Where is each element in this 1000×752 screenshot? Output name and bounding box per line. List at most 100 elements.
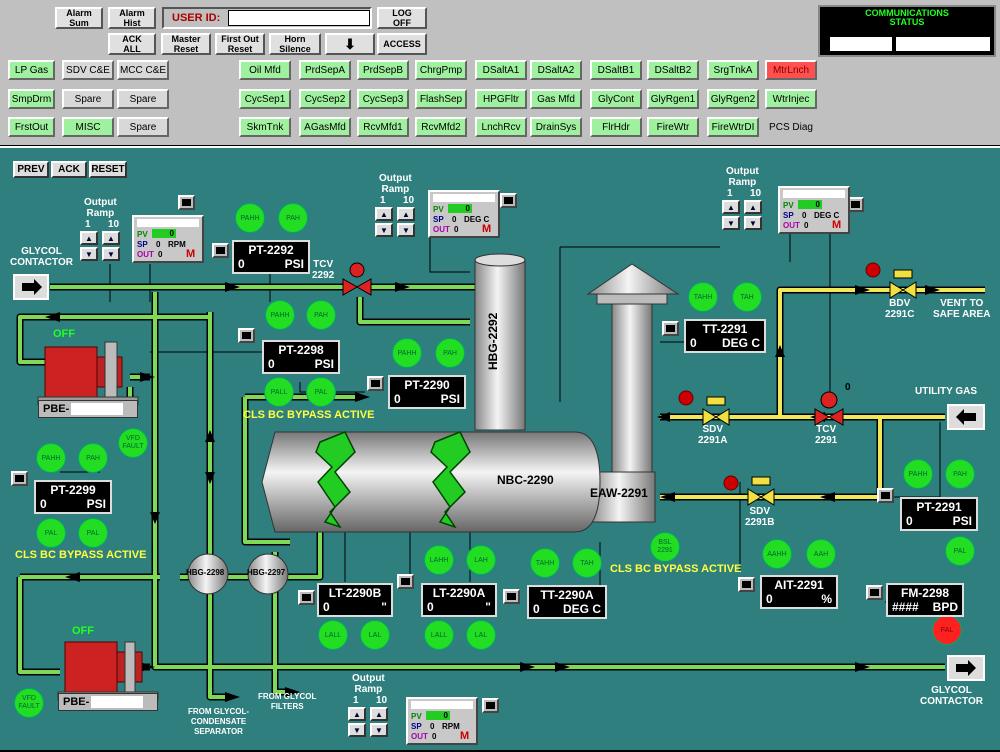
lall-alarm[interactable]: LALL bbox=[318, 620, 348, 650]
ramp-up-1-button[interactable]: ▲ bbox=[722, 200, 740, 214]
ramp-down-10-button[interactable]: ▼ bbox=[102, 247, 120, 261]
pal-alarm[interactable]: PAL bbox=[36, 518, 66, 548]
lal-alarm[interactable]: LAL bbox=[360, 620, 390, 650]
ramp-up-1-button[interactable]: ▲ bbox=[348, 707, 366, 721]
tahh-alarm[interactable]: TAHH bbox=[688, 282, 718, 312]
area-button-firewtr[interactable]: FireWtr bbox=[647, 117, 699, 137]
pah-alarm[interactable]: PAH bbox=[278, 203, 308, 233]
area-button-lp-gas[interactable]: LP Gas bbox=[8, 60, 55, 80]
area-button-spare[interactable]: Spare bbox=[117, 117, 169, 137]
aahh-alarm[interactable]: AAHH bbox=[762, 539, 792, 569]
ack-button[interactable]: ACK bbox=[51, 161, 87, 178]
log-off-button[interactable]: LOG OFF bbox=[377, 7, 427, 29]
controller-faceplate[interactable]: PV 0 SP 0 RPM OUT 0 M bbox=[132, 215, 204, 263]
ack-all-button[interactable]: ACK ALL bbox=[108, 33, 156, 55]
pahh-alarm[interactable]: PAHH bbox=[36, 443, 66, 473]
faceplate-button[interactable] bbox=[238, 328, 255, 343]
area-button-glycont[interactable]: GlyCont bbox=[590, 89, 642, 109]
pahh-alarm[interactable]: PAHH bbox=[903, 459, 933, 489]
lah-alarm[interactable]: LAH bbox=[466, 545, 496, 575]
area-button-rcvmfd2[interactable]: RcvMfd2 bbox=[415, 117, 467, 137]
pahh-alarm[interactable]: PAHH bbox=[265, 300, 295, 330]
bsl-alarm[interactable]: BSL 2291 bbox=[650, 532, 680, 562]
reset-button[interactable]: RESET bbox=[89, 161, 127, 178]
tahh-alarm[interactable]: TAHH bbox=[530, 548, 560, 578]
area-button-cycsep2[interactable]: CycSep2 bbox=[299, 89, 351, 109]
area-button-srgtnka[interactable]: SrgTnkA bbox=[707, 60, 759, 80]
pahh-alarm[interactable]: PAHH bbox=[392, 338, 422, 368]
controller-faceplate[interactable]: PV 0 SP 0 DEG C OUT 0 M bbox=[778, 186, 850, 234]
area-button-prdsepa[interactable]: PrdSepA bbox=[299, 60, 351, 80]
area-button-firewtrdi[interactable]: FireWtrDI bbox=[707, 117, 759, 137]
faceplate-button[interactable] bbox=[738, 577, 755, 592]
fm-2298-readout[interactable]: FM-2298####BPD bbox=[886, 583, 964, 617]
area-button-gas-mfd[interactable]: Gas Mfd bbox=[530, 89, 582, 109]
pal-alarm[interactable]: PAL bbox=[78, 518, 108, 548]
alarm-history-button[interactable]: Alarm Hist bbox=[108, 7, 156, 29]
first-out-reset-button[interactable]: First Out Reset bbox=[215, 33, 265, 55]
aah-alarm[interactable]: AAH bbox=[806, 539, 836, 569]
ramp-up-10-button[interactable]: ▲ bbox=[744, 200, 762, 214]
area-button-prdsepb[interactable]: PrdSepB bbox=[357, 60, 409, 80]
pall-alarm[interactable]: PALL bbox=[264, 377, 294, 407]
faceplate-button[interactable] bbox=[298, 590, 315, 605]
faceplate-button[interactable] bbox=[503, 589, 520, 604]
ramp-up-10-button[interactable]: ▲ bbox=[397, 207, 415, 221]
tah-alarm[interactable]: TAH bbox=[732, 282, 762, 312]
area-button-lnchrcv[interactable]: LnchRcv bbox=[475, 117, 527, 137]
area-button-flashsep[interactable]: FlashSep bbox=[415, 89, 467, 109]
faceplate-button[interactable] bbox=[662, 321, 679, 336]
area-button-drainsys[interactable]: DrainSys bbox=[530, 117, 582, 137]
area-button-agasmfd[interactable]: AGasMfd bbox=[299, 117, 351, 137]
area-button-mcc-c-e[interactable]: MCC C&E bbox=[117, 60, 169, 80]
fal-alarm[interactable]: FAL bbox=[932, 615, 962, 645]
faceplate-button[interactable] bbox=[367, 376, 384, 391]
area-button-wtrinjec[interactable]: WtrInjec bbox=[765, 89, 817, 109]
faceplate-button[interactable] bbox=[11, 471, 28, 486]
ramp-down-10-button[interactable]: ▼ bbox=[397, 223, 415, 237]
lahh-alarm[interactable]: LAHH bbox=[424, 545, 454, 575]
faceplate-button[interactable] bbox=[500, 193, 517, 208]
down-arrow-button[interactable]: ⬇ bbox=[325, 33, 375, 55]
area-button-dsalta2[interactable]: DSaltA2 bbox=[530, 60, 582, 80]
ramp-up-1-button[interactable]: ▲ bbox=[375, 207, 393, 221]
area-button-spare[interactable]: Spare bbox=[117, 89, 169, 109]
controller-faceplate[interactable]: PV 0 SP 0 DEG C OUT 0 M bbox=[428, 190, 500, 238]
horn-silence-button[interactable]: Horn Silence bbox=[269, 33, 321, 55]
pah-alarm[interactable]: PAH bbox=[306, 300, 336, 330]
ramp-down-1-button[interactable]: ▼ bbox=[722, 216, 740, 230]
ramp-up-10-button[interactable]: ▲ bbox=[102, 231, 120, 245]
ramp-up-10-button[interactable]: ▲ bbox=[370, 707, 388, 721]
alarm-summary-button[interactable]: Alarm Sum bbox=[55, 7, 103, 29]
area-button-frstout[interactable]: FrstOut bbox=[8, 117, 55, 137]
vfd-fault-indicator[interactable]: VFD FAULT bbox=[14, 688, 44, 718]
faceplate-button[interactable] bbox=[212, 243, 229, 258]
lall-alarm[interactable]: LALL bbox=[424, 620, 454, 650]
faceplate-button[interactable] bbox=[877, 488, 894, 503]
controller-faceplate[interactable]: PV 0 SP 0 RPM OUT 0 M bbox=[406, 697, 478, 745]
area-button-spare[interactable]: Spare bbox=[62, 89, 114, 109]
area-button-oil-mfd[interactable]: Oil Mfd bbox=[239, 60, 291, 80]
ramp-down-1-button[interactable]: ▼ bbox=[375, 223, 393, 237]
master-reset-button[interactable]: Master Reset bbox=[161, 33, 211, 55]
pahh-alarm[interactable]: PAHH bbox=[235, 203, 265, 233]
area-button-rcvmfd1[interactable]: RcvMfd1 bbox=[357, 117, 409, 137]
ramp-down-1-button[interactable]: ▼ bbox=[348, 723, 366, 737]
vfd-fault-indicator[interactable]: VFD FAULT bbox=[118, 428, 148, 458]
area-button-cycsep1[interactable]: CycSep1 bbox=[239, 89, 291, 109]
pah-alarm[interactable]: PAH bbox=[78, 443, 108, 473]
faceplate-button[interactable] bbox=[482, 698, 499, 713]
area-button-dsalta1[interactable]: DSaltA1 bbox=[475, 60, 527, 80]
area-button-skmtnk[interactable]: SkmTnk bbox=[239, 117, 291, 137]
area-button-sdv-c-e[interactable]: SDV C&E bbox=[62, 60, 114, 80]
ramp-down-10-button[interactable]: ▼ bbox=[744, 216, 762, 230]
user-id-input[interactable] bbox=[228, 10, 370, 26]
area-button-mtrlnch[interactable]: MtrLnch bbox=[765, 60, 817, 80]
tah-alarm[interactable]: TAH bbox=[572, 548, 602, 578]
